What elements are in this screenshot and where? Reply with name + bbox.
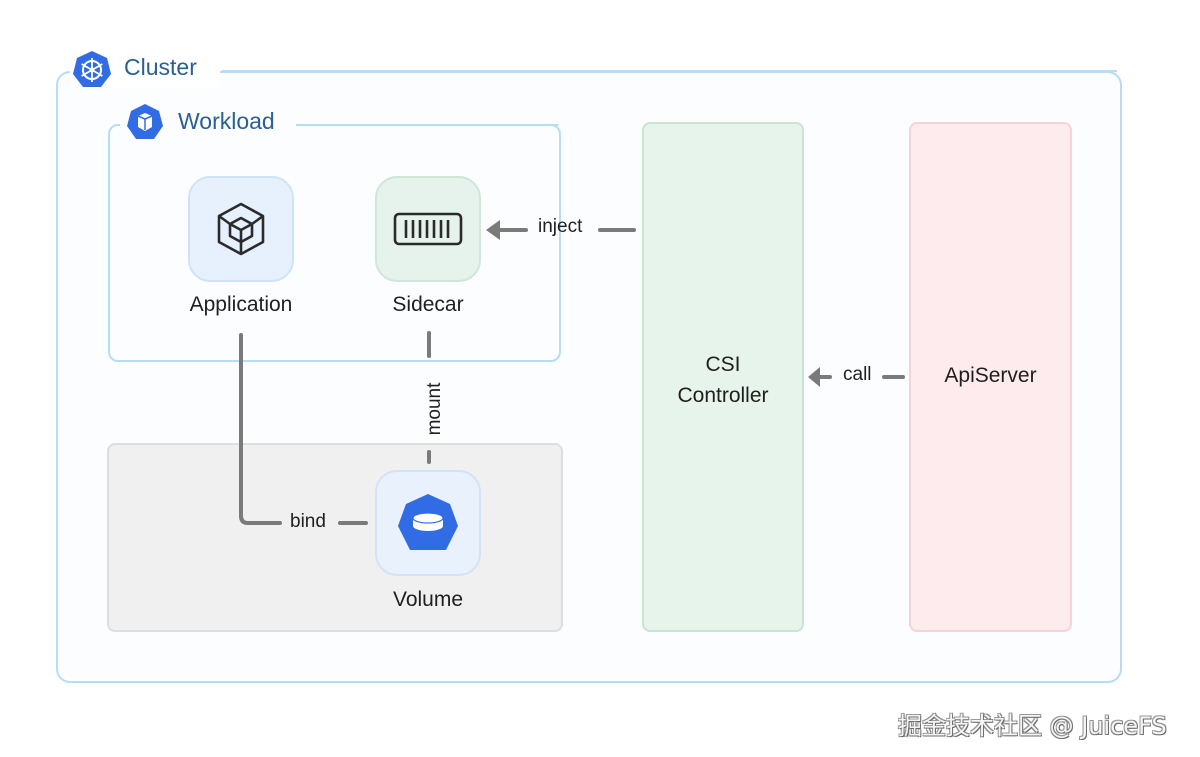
csi-controller-label-line2: Controller (677, 384, 769, 407)
volume-node (375, 470, 481, 576)
cluster-label: Cluster (124, 54, 197, 80)
workload-container (108, 124, 561, 362)
kubernetes-helm-icon (73, 51, 111, 87)
cluster-title-line (222, 70, 1117, 72)
application-label: Application (189, 293, 293, 316)
workload-title-line (300, 124, 558, 126)
application-node (188, 176, 294, 282)
cube-icon (217, 202, 265, 256)
call-edge-label: call (843, 364, 872, 385)
csi-controller-label-line1: CSI (705, 353, 741, 376)
container-icon (393, 212, 463, 246)
mount-edge-label: mount (424, 382, 445, 436)
inject-edge-label: inject (538, 216, 583, 237)
kubernetes-volume-icon (398, 494, 458, 550)
workload-label: Workload (178, 108, 275, 134)
api-server-panel (909, 122, 1072, 632)
csi-controller-panel (642, 122, 804, 632)
sidecar-label: Sidecar (392, 293, 464, 316)
api-server-label: ApiServer (944, 364, 1037, 387)
bind-edge-label: bind (290, 511, 326, 532)
sidecar-node (375, 176, 481, 282)
kubernetes-cube-icon (127, 104, 163, 139)
csi-controller-label: CSI Controller (642, 349, 804, 411)
storage-zone (107, 443, 563, 632)
watermark: 掘金技术社区 @ JuiceFS (898, 712, 1167, 740)
volume-label: Volume (392, 588, 464, 611)
